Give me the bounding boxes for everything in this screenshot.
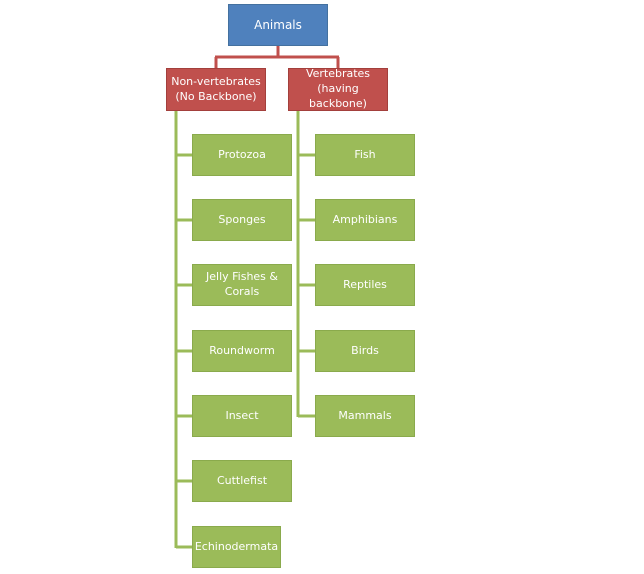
vert-connectors bbox=[296, 111, 315, 418]
leaf-node-fish: Fish bbox=[315, 134, 415, 176]
nonvert-connectors bbox=[174, 111, 192, 549]
leaf-node-jelly-fishes-corals: Jelly Fishes & Corals bbox=[192, 264, 292, 306]
leaf-node-mammals: Mammals bbox=[315, 395, 415, 437]
leaf-label: Fish bbox=[354, 147, 376, 161]
leaf-label: Amphibians bbox=[332, 212, 398, 226]
leaf-node-cuttlefist: Cuttlefist bbox=[192, 460, 292, 502]
leaf-node-sponges: Sponges bbox=[192, 199, 292, 241]
leaf-node-protozoa: Protozoa bbox=[192, 134, 292, 176]
leaf-label: Cuttlefist bbox=[216, 473, 268, 487]
root-label: Animals bbox=[254, 17, 302, 32]
leaf-label: Insect bbox=[225, 408, 259, 422]
leaf-label: Mammals bbox=[338, 408, 392, 422]
leaf-node-birds: Birds bbox=[315, 330, 415, 372]
root-connectors bbox=[214, 46, 340, 68]
leaf-label: Jelly Fishes & Corals bbox=[206, 270, 278, 298]
category-node-non-vertebrates: Non-vertebrates (No Backbone) bbox=[166, 68, 266, 111]
leaf-label: Roundworm bbox=[209, 343, 275, 357]
category-label-non-vertebrates: Non-vertebrates (No Backbone) bbox=[171, 74, 261, 103]
leaf-node-reptiles: Reptiles bbox=[315, 264, 415, 306]
leaf-label: Echinodermata bbox=[194, 539, 279, 553]
leaf-node-roundworm: Roundworm bbox=[192, 330, 292, 372]
leaf-node-amphibians: Amphibians bbox=[315, 199, 415, 241]
leaf-node-echinodermata: Echinodermata bbox=[192, 526, 281, 568]
leaf-label: Reptiles bbox=[343, 277, 387, 291]
leaf-label: Sponges bbox=[218, 212, 266, 226]
leaf-label: Birds bbox=[351, 343, 379, 357]
leaf-node-insect: Insect bbox=[192, 395, 292, 437]
leaf-label: Protozoa bbox=[218, 147, 266, 161]
root-node-animals: Animals bbox=[228, 4, 328, 46]
category-label-vertebrates: Vertebrates (having backbone) bbox=[305, 67, 371, 110]
category-node-vertebrates: Vertebrates (having backbone) bbox=[288, 67, 388, 111]
